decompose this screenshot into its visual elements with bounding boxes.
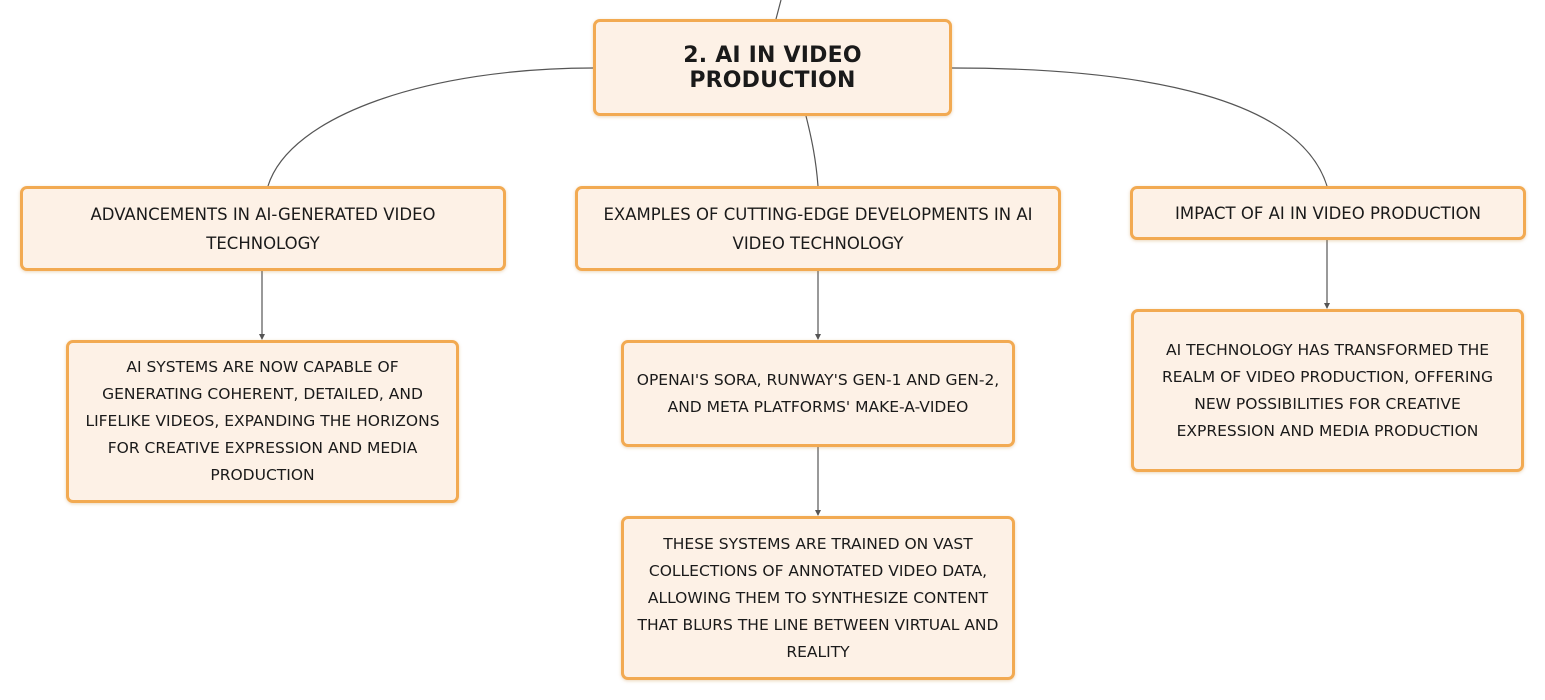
examples-node-label: EXAMPLES OF CUTTING-EDGE DEVELOPMENTS IN… [603, 204, 1033, 253]
impact-node-label: IMPACT OF AI IN VIDEO PRODUCTION [1175, 203, 1481, 223]
root-node[interactable]: 2. AI IN VIDEO PRODUCTION [593, 19, 952, 116]
examples-detail-text: OPENAI'S SORA, RUNWAY'S GEN-1 AND GEN-2,… [636, 370, 1000, 416]
connector-root-to-examples [805, 115, 819, 187]
advancements-detail-text: AI SYSTEMS ARE NOW CAPABLE OF GENERATING… [85, 358, 440, 484]
impact-detail-text: AI TECHNOLOGY HAS TRANSFORMED THE REALM … [1161, 340, 1494, 440]
examples-detail-node[interactable]: OPENAI'S SORA, RUNWAY'S GEN-1 AND GEN-2,… [621, 340, 1015, 447]
advancements-node-label: ADVANCEMENTS IN AI-GENERATED VIDEO TECHN… [90, 204, 436, 253]
connector-from-parent [775, 0, 782, 20]
connector-root-to-advancements [267, 67, 594, 187]
impact-detail-node[interactable]: AI TECHNOLOGY HAS TRANSFORMED THE REALM … [1131, 309, 1524, 472]
examples-node[interactable]: EXAMPLES OF CUTTING-EDGE DEVELOPMENTS IN… [575, 186, 1061, 271]
root-node-label: 2. AI IN VIDEO PRODUCTION [683, 42, 862, 93]
connector-root-to-impact [951, 67, 1328, 187]
impact-node[interactable]: IMPACT OF AI IN VIDEO PRODUCTION [1130, 186, 1526, 240]
examples-training-detail-text: THESE SYSTEMS ARE TRAINED ON VAST COLLEC… [637, 534, 999, 661]
advancements-node[interactable]: ADVANCEMENTS IN AI-GENERATED VIDEO TECHN… [20, 186, 506, 271]
advancements-detail-node[interactable]: AI SYSTEMS ARE NOW CAPABLE OF GENERATING… [66, 340, 459, 503]
examples-training-detail-node[interactable]: THESE SYSTEMS ARE TRAINED ON VAST COLLEC… [621, 516, 1015, 680]
